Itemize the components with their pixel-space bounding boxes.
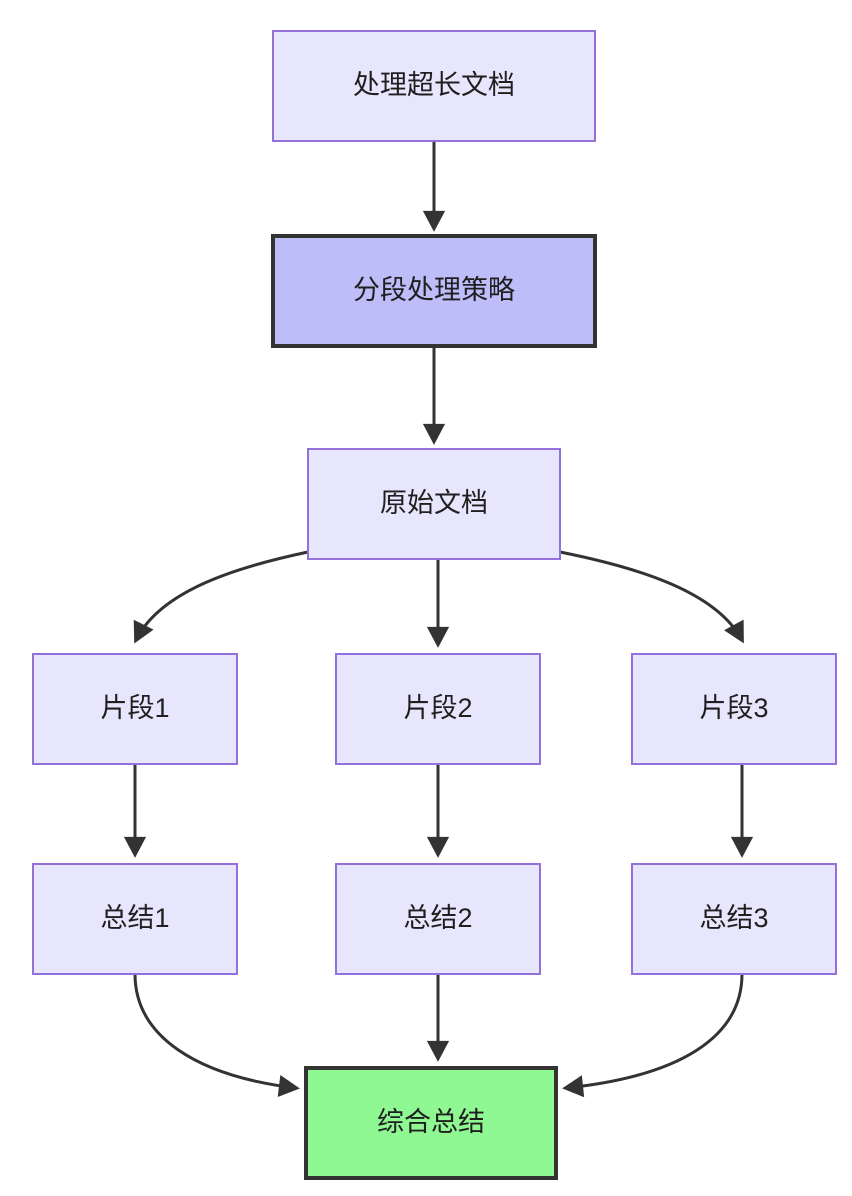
node-n3[interactable]: 原始文档 (307, 448, 561, 560)
node-n7[interactable]: 总结1 (32, 863, 238, 975)
node-n1[interactable]: 处理超长文档 (272, 30, 596, 142)
edge-n9-to-n10 (562, 973, 744, 1098)
edge-n3-to-n6 (559, 550, 744, 644)
edges-layer (123, 141, 754, 1098)
node-box-n5[interactable] (335, 653, 541, 765)
node-n8[interactable]: 总结2 (335, 863, 541, 975)
node-box-n2[interactable] (271, 234, 597, 348)
node-box-n6[interactable] (631, 653, 837, 765)
edge-n3-to-n4 (133, 550, 309, 644)
node-box-n4[interactable] (32, 653, 238, 765)
node-box-n10[interactable] (304, 1066, 558, 1180)
node-n2[interactable]: 分段处理策略 (271, 234, 597, 348)
node-box-n8[interactable] (335, 863, 541, 975)
node-n9[interactable]: 总结3 (631, 863, 837, 975)
node-box-n1[interactable] (272, 30, 596, 142)
node-box-n3[interactable] (307, 448, 561, 560)
node-box-n9[interactable] (631, 863, 837, 975)
node-n4[interactable]: 片段1 (32, 653, 238, 765)
node-n6[interactable]: 片段3 (631, 653, 837, 765)
node-n5[interactable]: 片段2 (335, 653, 541, 765)
node-n10[interactable]: 综合总结 (304, 1066, 558, 1180)
node-box-n7[interactable] (32, 863, 238, 975)
edge-n7-to-n10 (133, 973, 300, 1097)
